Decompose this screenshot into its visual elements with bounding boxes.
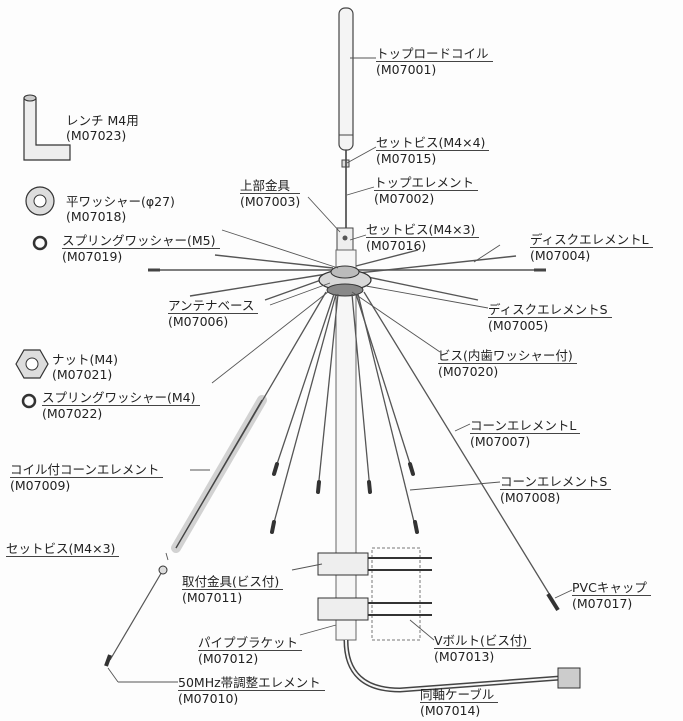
label-set-screw-m4x3-top: セットビス(M4×3)(M07016) xyxy=(366,222,480,253)
label-disc-element-l: ディスクエレメントL(M07004) xyxy=(530,232,653,263)
wrench-shape xyxy=(23,97,71,161)
label-coax-cable: 同軸ケーブル(M07014) xyxy=(420,687,499,718)
label-spring-washer-m5: スプリングワッシャー(M5)(M07019) xyxy=(62,233,220,264)
label-upper-bracket: 上部金具(M07003) xyxy=(240,178,301,209)
label-set-screw-m4x4: セットビス(M4×4)(M07015) xyxy=(376,135,490,166)
label-cone-element-l: コーンエレメントL(M07007) xyxy=(470,418,581,449)
label-cone-element-s: コーンエレメントS(M07008) xyxy=(500,474,612,505)
label-flat-washer: 平ワッシャー(φ27)(M07018) xyxy=(66,194,175,224)
disc-elements xyxy=(148,249,546,301)
spring-washer-m4-shape xyxy=(21,393,37,409)
coil-cone-element-shape xyxy=(171,395,267,553)
label-top-element: トップエレメント(M07002) xyxy=(374,175,479,206)
label-spring-washer-m4: スプリングワッシャー(M4)(M07022) xyxy=(42,390,200,421)
coax-connector xyxy=(557,667,581,689)
label-v-bolt: Vボルト(ビス付)(M07013) xyxy=(434,633,532,664)
spring-washer-m5-shape xyxy=(32,235,48,251)
leader-lines xyxy=(107,57,573,683)
top-load-coil-body xyxy=(338,7,354,151)
label-screw-washer: ビス(内歯ワッシャー付)(M07020) xyxy=(438,348,577,379)
mount-brackets xyxy=(317,552,432,621)
label-top-load-coil: トップロードコイル(M07001) xyxy=(376,46,493,77)
label-antenna-base: アンテナベース(M07006) xyxy=(168,298,259,329)
label-set-screw-m4x3-low: セットビス(M4×3) xyxy=(6,541,120,557)
label-mount-bracket: 取付金具(ビス付)(M07011) xyxy=(182,574,284,605)
support-pipe-outline xyxy=(371,547,421,641)
cone-elements xyxy=(175,291,557,606)
label-wrench: レンチ M4用(M07023) xyxy=(66,113,139,143)
set-screw-lower xyxy=(158,565,168,575)
label-pvc-cap: PVCキャップ(M07017) xyxy=(572,580,651,611)
label-coil-cone-element: コイル付コーンエレメント(M07009) xyxy=(10,462,164,493)
label-nut-m4: ナット(M4)(M07021) xyxy=(52,352,118,382)
tuning-element-rod xyxy=(109,569,164,661)
label-disc-element-s: ディスクエレメントS(M07005) xyxy=(488,302,612,333)
label-tuning-element-50mhz: 50MHz帯調整エレメント(M07010) xyxy=(178,675,325,706)
label-pipe-bracket: パイプブラケット(M07012) xyxy=(198,635,303,666)
